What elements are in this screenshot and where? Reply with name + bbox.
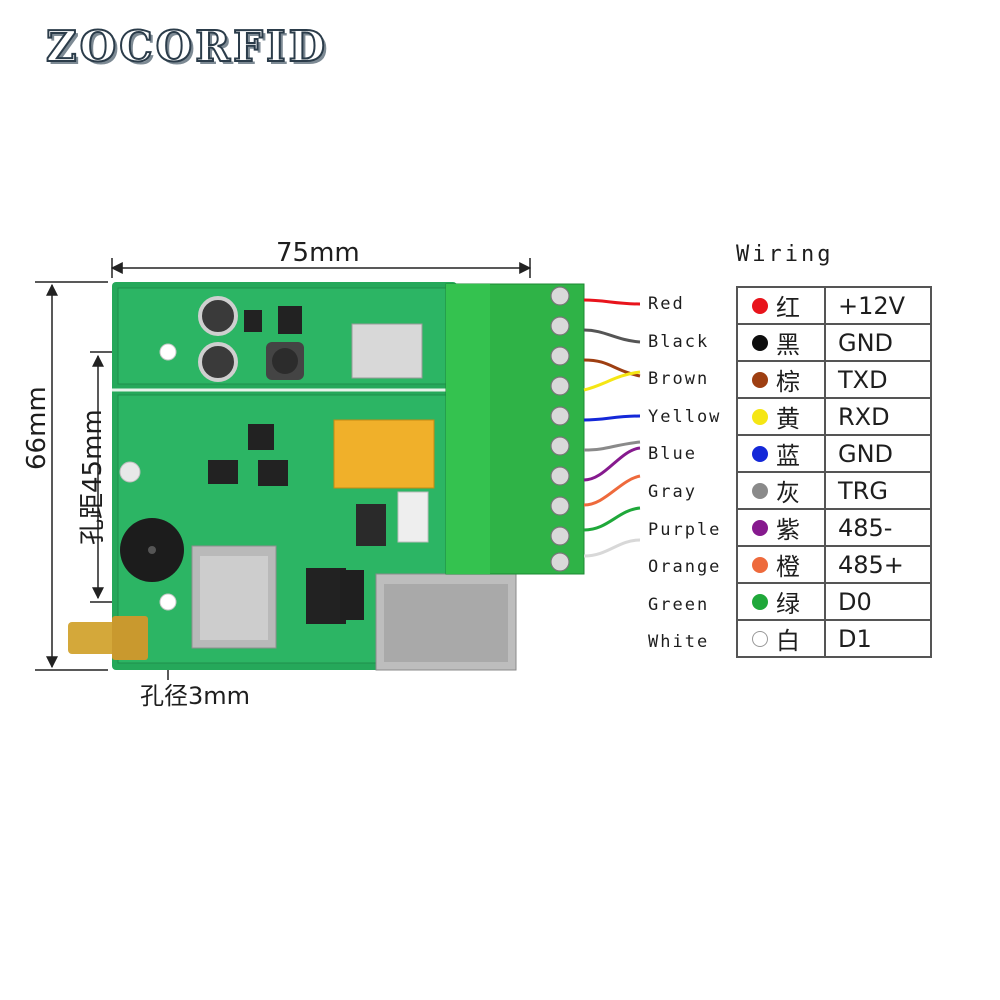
signal-label: GND (824, 323, 932, 362)
signal-label: D0 (824, 582, 932, 621)
table-row: 蓝 GND (736, 434, 932, 473)
chinese-color-label: 绿 (776, 590, 800, 618)
pcb-board (68, 282, 517, 671)
table-row: 红 +12V (736, 286, 932, 325)
wire-name: Purple (648, 519, 722, 540)
wire-name: Brown (648, 369, 710, 390)
table-row: 黄 RXD (736, 397, 932, 436)
chinese-color-label: 红 (776, 294, 800, 322)
wire-name-list: Red Black Brown Yellow Blue Gray Purple … (648, 286, 738, 662)
chinese-color-label: 白 (776, 627, 800, 655)
color-dot-icon (752, 408, 768, 425)
wire-name: Green (648, 594, 710, 615)
signal-label: 485+ (824, 545, 932, 584)
color-dot-icon (752, 297, 768, 314)
wires (583, 298, 641, 558)
signal-label: RXD (824, 397, 932, 436)
table-row: 绿 D0 (736, 582, 932, 621)
wire-name: Red (648, 294, 685, 314)
table-row: 白 D1 (736, 619, 932, 658)
wire-name: Gray (648, 481, 697, 502)
hole-diameter-label: 孔径3mm (140, 682, 251, 710)
wiring-table: 红 +12V 黑 GND 棕 TXD 黄 RXD 蓝 GND 灰 TRG 紫 4… (736, 286, 932, 658)
table-row: 橙 485+ (736, 545, 932, 584)
chinese-color-label: 黄 (776, 405, 800, 433)
signal-label: TXD (824, 360, 932, 399)
chinese-color-label: 灰 (776, 479, 800, 507)
signal-label: GND (824, 434, 932, 473)
chinese-color-label: 蓝 (776, 442, 800, 470)
signal-label: 485- (824, 508, 932, 547)
wire-name: Yellow (648, 406, 722, 427)
width-dimension-label: 75mm (276, 238, 360, 268)
relay-icon (333, 419, 435, 489)
color-dot-icon (752, 482, 768, 499)
color-dot-icon (752, 556, 768, 573)
terminal-block (445, 283, 585, 575)
signal-label: +12V (824, 286, 932, 325)
hole-pitch-label: 孔距45mm (78, 409, 108, 545)
table-row: 灰 TRG (736, 471, 932, 510)
color-dot-icon (752, 519, 768, 536)
chinese-color-label: 紫 (776, 516, 800, 544)
color-dot-icon (752, 445, 768, 462)
color-dot-icon (752, 371, 768, 388)
height-dimension-label: 66mm (22, 386, 52, 470)
color-dot-icon (752, 334, 768, 351)
wire-name: Orange (648, 557, 722, 578)
brand-logo: ZOCORFID (45, 21, 329, 72)
table-row: 黑 GND (736, 323, 932, 362)
signal-label: D1 (824, 619, 932, 658)
chinese-color-label: 黑 (776, 331, 800, 359)
wiring-title: Wiring (736, 242, 834, 267)
antenna-connector-icon (68, 622, 122, 654)
wire-name: Black (648, 331, 710, 352)
wire-name: White (648, 632, 710, 653)
table-row: 棕 TXD (736, 360, 932, 399)
wire-name: Blue (648, 444, 697, 465)
chinese-color-label: 橙 (776, 553, 800, 581)
chinese-color-label: 棕 (776, 368, 800, 396)
color-dot-icon (752, 593, 768, 610)
table-row: 紫 485- (736, 508, 932, 547)
signal-label: TRG (824, 471, 932, 510)
color-dot-icon (752, 630, 768, 647)
